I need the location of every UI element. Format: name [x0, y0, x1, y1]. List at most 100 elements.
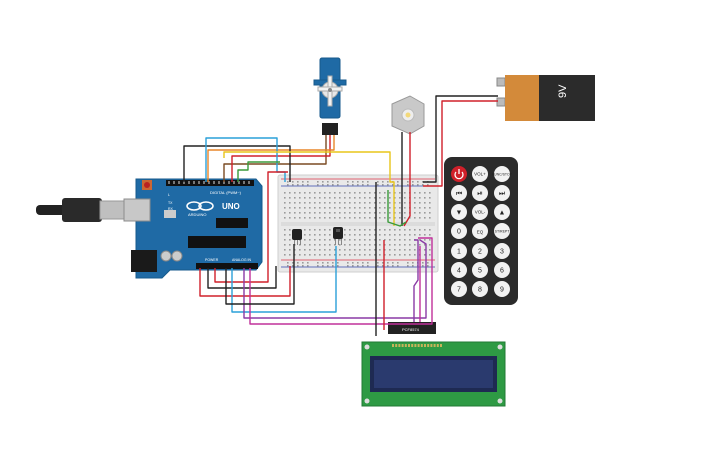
remote-button-3-2[interactable]: [494, 223, 510, 239]
wire-bottom-red: [199, 266, 291, 297]
lcd-pins: [392, 344, 442, 347]
usb-cable-strain: [36, 205, 66, 215]
wire-servo-red: [231, 135, 331, 182]
remote-button-label: 8: [478, 287, 482, 294]
power-header-label: POWER: [205, 258, 219, 262]
icsp-chip: [216, 218, 248, 228]
battery-9v[interactable]: 9V: [496, 75, 595, 121]
wire-servo-orange: [207, 135, 335, 182]
remote-button-4-2[interactable]: [494, 243, 510, 259]
arduino-logo-icon: [186, 201, 202, 211]
led-tx-label: TX: [168, 201, 173, 205]
remote-button-label: 9: [500, 287, 504, 294]
remote-button-label: ▲: [499, 210, 506, 217]
ir-remote[interactable]: VOL+ FUNC/STOP ⏮ ⏯ ⏭ ▼ VOL- ▲ 0 EQ ST/REPT 1 2 3 4 5 6 7 8…: [444, 157, 518, 305]
wire-top-green: [237, 161, 280, 182]
i2c-label: PCF8574: [402, 327, 420, 332]
wire-lcd-purple: [243, 239, 427, 319]
brand-label: UNO: [222, 202, 240, 211]
wire-battery-red: [423, 100, 498, 187]
led-l-label: L: [168, 193, 170, 197]
wire-bottom-black: [207, 266, 277, 289]
wire-lcd-sda: [413, 239, 419, 322]
remote-button-label: ⏯: [477, 191, 483, 198]
remote-button-5-0[interactable]: [451, 262, 467, 278]
remote-button-label: ▼: [456, 210, 463, 217]
servo-motor[interactable]: [313, 57, 347, 135]
wire-ir-blue: [231, 246, 337, 313]
maker-label: ARDUINO: [188, 212, 206, 217]
remote-button-1-0[interactable]: [451, 185, 467, 201]
power-icon: [454, 171, 464, 180]
reset-icon: [144, 182, 150, 188]
wire-lcd-magenta: [249, 237, 433, 325]
led-rx-label: RX: [168, 207, 174, 211]
power-jack: [131, 250, 157, 272]
wire-yellow-motor: [223, 151, 395, 226]
remote-button-1-2[interactable]: [494, 185, 510, 201]
capacitor-2: [171, 250, 183, 262]
remote-button-label: 6: [500, 268, 504, 275]
remote-button-3-1[interactable]: [472, 223, 488, 239]
tmp-sensor[interactable]: [292, 229, 302, 245]
remote-button-6-1[interactable]: [472, 281, 488, 297]
digital-header-label: DIGITAL (PWM~): [210, 190, 242, 195]
breadboard-center-channel: [281, 222, 435, 226]
remote-button-6-2[interactable]: [494, 281, 510, 297]
remote-button-6-0[interactable]: [451, 281, 467, 297]
breadboard[interactable]: [277, 174, 439, 273]
remote-button-label: 4: [457, 268, 461, 275]
arduino-uno-board[interactable]: DIGITAL (PWM~) UNO ARDUINO L TX RX POWER…: [123, 178, 263, 279]
remote-button-1-1[interactable]: [472, 185, 488, 201]
wire-tmp-black: [225, 244, 295, 305]
wire-top-blue: [205, 137, 286, 182]
remote-button-4-1[interactable]: [472, 243, 488, 259]
remote-button-3-0[interactable]: [451, 223, 467, 239]
motor-shaft-icon: [405, 112, 411, 118]
wire-bottom-red-2: [214, 171, 288, 283]
power-analog-header: [196, 263, 258, 269]
remote-button-label: ⏭: [499, 191, 506, 198]
remote-button-label: 0: [457, 229, 461, 236]
remote-button-label: ⏮: [456, 191, 462, 198]
remote-button-5-2[interactable]: [494, 262, 510, 278]
dc-motor[interactable]: [391, 95, 425, 135]
remote-button-4-0[interactable]: [451, 243, 467, 259]
remote-button-label: EQ: [477, 230, 484, 235]
remote-button-label: 1: [457, 249, 461, 256]
usb-cable[interactable]: [36, 198, 127, 222]
lcd-display[interactable]: [361, 341, 506, 407]
ir-receiver[interactable]: [333, 227, 343, 245]
remote-button-2-1[interactable]: [472, 204, 488, 220]
wires: [183, 95, 498, 336]
digital-header-pins: [168, 181, 250, 184]
remote-button-0-1[interactable]: [472, 166, 488, 182]
wire-motor-green: [387, 190, 407, 227]
remote-button-2-0[interactable]: [451, 204, 467, 220]
remote-button-label: VOL-: [475, 210, 486, 215]
usb-port: [123, 198, 151, 222]
usb-plug-body: [62, 198, 102, 222]
remote-button-label: 3: [500, 249, 504, 256]
remote-button-label: FUNC/STOP: [492, 173, 513, 177]
i2c-module[interactable]: PCF8574: [388, 322, 436, 334]
analog-header-label: ANALOG IN: [232, 258, 252, 262]
battery-label: 9V: [557, 84, 569, 98]
remote-button-5-1[interactable]: [472, 262, 488, 278]
remote-button-label: 7: [457, 287, 461, 294]
remote-button-label: 2: [478, 249, 482, 256]
remote-button-label: 5: [478, 268, 482, 275]
remote-button-0-2[interactable]: [494, 166, 510, 182]
remote-button-label: VOL+: [474, 172, 486, 177]
usb-plug-metal: [99, 200, 127, 220]
remote-button-2-2[interactable]: [494, 204, 510, 220]
remote-button-label: ST/REPT: [495, 230, 511, 234]
lcd-screen: [374, 360, 493, 388]
wire-top-black: [183, 145, 291, 182]
atmega-chip: [188, 236, 246, 248]
wire-battery-black: [423, 95, 498, 183]
crystal: [164, 210, 176, 218]
servo-connector: [322, 123, 338, 135]
